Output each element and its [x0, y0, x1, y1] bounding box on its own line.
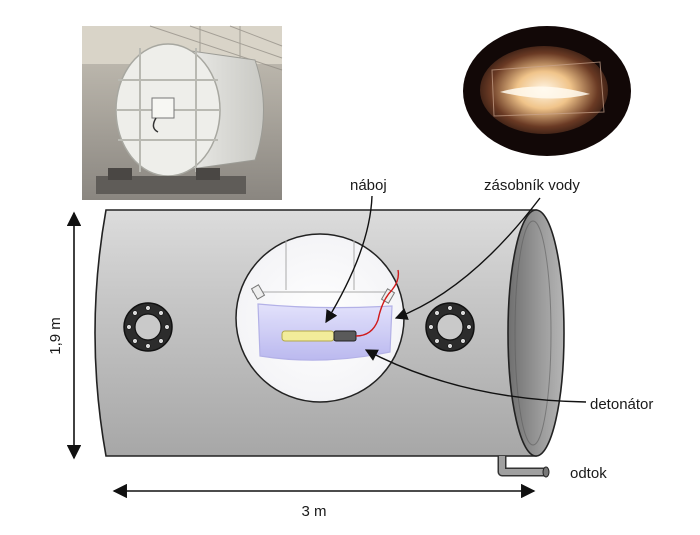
detonator-arrow: [364, 349, 587, 403]
leader-arrows: [325, 195, 587, 403]
detonator-label: detonátor: [590, 396, 653, 413]
explosion-photo: [463, 26, 631, 156]
water-tank-label: zásobník vody: [484, 177, 580, 194]
chamber-photo: [82, 25, 283, 200]
water-tank-arrow: [394, 197, 541, 320]
charge-arrow: [325, 195, 373, 324]
right-port: [425, 302, 475, 352]
fuse-wire: [355, 269, 400, 337]
charge: [281, 330, 335, 342]
drain-label: odtok: [570, 465, 607, 482]
dimension-arrows: [66, 211, 536, 499]
charge-label: náboj: [350, 177, 387, 194]
tank-end-cap: [507, 209, 565, 457]
drain-pipe: [497, 456, 550, 478]
left-port: [123, 302, 173, 352]
cutaway-window: [235, 233, 405, 403]
detonator: [333, 330, 357, 342]
height-label: 1,9 m: [47, 317, 64, 355]
length-label: 3 m: [301, 503, 326, 520]
